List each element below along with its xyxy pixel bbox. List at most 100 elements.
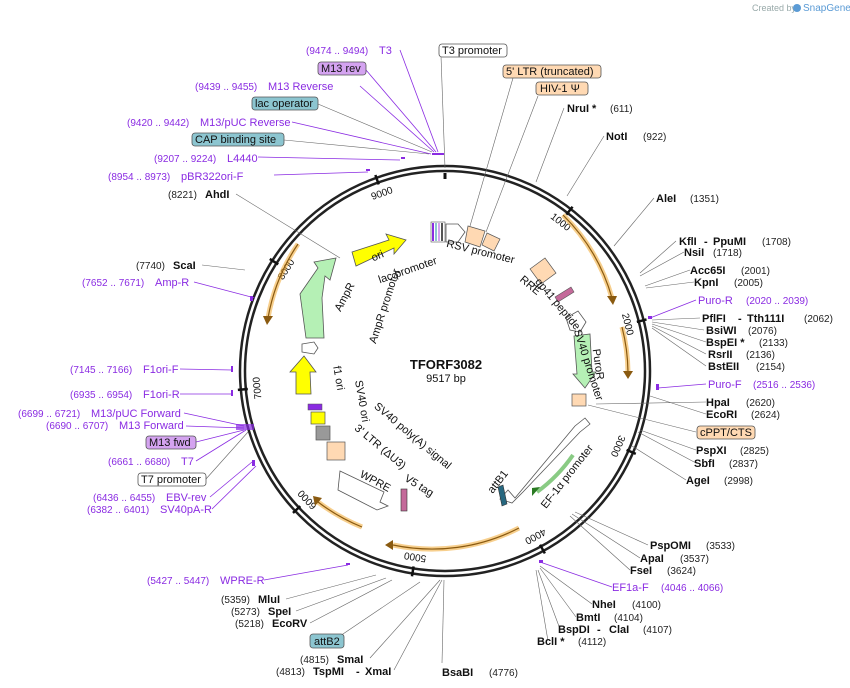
tick-mark [538, 544, 546, 555]
primer-puro-r[interactable]: Puro-R(2020 .. 2039) [698, 295, 808, 307]
svg-text:(2076): (2076) [748, 326, 777, 337]
site-bspdi[interactable]: BspDI-ClaI(4107) [558, 624, 672, 636]
site-agei[interactable]: AgeI(2998) [686, 475, 753, 487]
site-bcli[interactable]: BclI *(4112) [537, 636, 606, 648]
site-pflfi[interactable]: PflFI-Tth111I(2062) [702, 313, 833, 325]
site-kpni[interactable]: KpnI(2005) [694, 277, 763, 289]
svg-text:F1ori-R: F1ori-R [143, 389, 180, 401]
ltr3-box [326, 441, 346, 461]
puror-label: PuroR [590, 348, 606, 381]
primer-t7[interactable]: (6661 .. 6680)T7 [108, 456, 194, 468]
primer-m13-forward[interactable]: (6690 .. 6707)M13 Forward [46, 420, 184, 432]
site-smai[interactable]: (4815)SmaI [300, 654, 363, 666]
site-bsteii[interactable]: BstEII(2154) [708, 361, 785, 373]
box-m13-rev[interactable]: M13 rev [317, 61, 367, 76]
primer-m13puc-reverse[interactable]: (9420 .. 9442)M13/pUC Reverse [127, 117, 290, 129]
site-bsiwi[interactable]: BsiWI (2076) [706, 325, 777, 337]
svg-text:ClaI: ClaI [609, 624, 629, 636]
primer-ef1a-f[interactable]: EF1a-F(4046 .. 4066) [612, 582, 723, 594]
svg-text:NsiI: NsiI [684, 247, 704, 259]
svg-text:NotI: NotI [606, 131, 627, 143]
box-hiv[interactable]: HIV-1 Ψ [535, 81, 589, 96]
boxed-labels: T3 promoter 5' LTR (truncated) HIV-1 Ψ M… [137, 43, 756, 649]
site-mlui[interactable]: (5359)MluI [221, 594, 280, 606]
site-bsabi[interactable]: BsaBI(4776) [442, 667, 518, 679]
primer-ebv-rev[interactable]: (6436 .. 6455)EBV-rev [93, 492, 207, 504]
primer-wpre-r[interactable]: (5427 .. 5447)WPRE-R [147, 575, 265, 587]
svg-text:(4776): (4776) [489, 668, 518, 679]
svg-text:BsiWI: BsiWI [706, 325, 737, 337]
box-m13-fwd[interactable]: M13 fwd [145, 435, 197, 450]
orf-arc-3 [392, 525, 521, 552]
box-cppt[interactable]: cPPT/CTS [696, 425, 756, 440]
tick-mark [636, 318, 647, 324]
site-hpai[interactable]: HpaI(2620) [706, 397, 775, 409]
svg-text:KpnI: KpnI [694, 277, 718, 289]
sv40polya-box [315, 425, 331, 441]
sv40ori-box [310, 411, 326, 425]
primer-sv40pa-r[interactable]: (6382 .. 6401)SV40pA-R [87, 504, 212, 516]
site-bmti[interactable]: BmtI(4104) [576, 612, 643, 624]
site-scai[interactable]: (7740)ScaI [136, 260, 196, 272]
site-tspmi[interactable]: (4813)TspMI-XmaI [276, 666, 391, 678]
site-nrui[interactable]: NruI *(611) [567, 103, 633, 115]
site-ecori[interactable]: EcoRI(2624) [706, 409, 780, 421]
primer-puro-f[interactable]: Puro-F(2516 .. 2536) [708, 379, 815, 391]
svg-text:(922): (922) [643, 132, 666, 143]
svg-text:(5273): (5273) [231, 607, 260, 618]
site-kfli[interactable]: KflI-PpuMI(1708) [679, 236, 791, 248]
site-rsrii[interactable]: RsrII(2136) [708, 349, 775, 361]
primer-pbr322ori-f[interactable]: (8954 .. 8973)pBR322ori-F [108, 171, 244, 183]
site-ecorv[interactable]: (5218)EcoRV [235, 618, 308, 630]
sv40-promoter-arrow [565, 310, 587, 333]
svg-text:(7740): (7740) [136, 261, 165, 272]
cppt-box [571, 393, 587, 407]
svg-text:M13 rev: M13 rev [321, 63, 361, 75]
primer-l4440[interactable]: (9207 .. 9224)L4440 [154, 153, 258, 165]
site-acc65i[interactable]: Acc65I(2001) [690, 265, 770, 277]
svg-text:Puro-F: Puro-F [708, 379, 742, 391]
site-pspxi[interactable]: PspXI(2825) [696, 445, 769, 457]
primer-m13-reverse[interactable]: (9439 .. 9455)M13 Reverse [195, 81, 333, 93]
sv40ori-label: SV40 ori [352, 379, 371, 423]
ampr-arrow [299, 257, 337, 339]
primer-amp-r[interactable]: (7652 .. 7671)Amp-R [82, 277, 189, 289]
svg-text:Acc65I: Acc65I [690, 265, 725, 277]
svg-text:ApaI: ApaI [640, 553, 664, 565]
primer-f1ori-f[interactable]: (7145 .. 7166)F1ori-F [70, 364, 179, 376]
site-nsii[interactable]: NsiI (1718) [684, 247, 742, 259]
site-noti[interactable]: NotI (922) [606, 131, 666, 143]
credit-brand[interactable]: SnapGene [803, 3, 850, 14]
svg-text:(1718): (1718) [713, 248, 742, 259]
site-ahdi[interactable]: (8221)AhdI [168, 189, 229, 201]
svg-text:(4112): (4112) [578, 637, 606, 648]
svg-text:(611): (611) [610, 104, 633, 115]
primer-m13puc-forward[interactable]: (6699 .. 6721)M13/pUC Forward [18, 408, 181, 420]
svg-text:HpaI: HpaI [706, 397, 730, 409]
site-sbfi[interactable]: SbfI(2837) [694, 458, 758, 470]
svg-text:(3624): (3624) [667, 566, 696, 577]
primer-f1ori-r[interactable]: (6935 .. 6954)F1ori-R [70, 389, 180, 401]
svg-text:NheI: NheI [592, 599, 616, 611]
box-t3-promoter[interactable]: T3 promoter [438, 43, 508, 58]
svg-text:-: - [704, 236, 708, 248]
box-attb2[interactable]: attB2 [309, 633, 345, 649]
site-pspomi[interactable]: PspOMI(3533) [650, 540, 735, 552]
svg-text:-: - [356, 666, 360, 678]
snapgene-logo-icon [793, 4, 801, 12]
tick-mark [269, 257, 279, 266]
site-alei[interactable]: AleI(1351) [656, 193, 719, 205]
site-spei[interactable]: (5273)SpeI [231, 606, 291, 618]
box-cap-binding-site[interactable]: CAP binding site [191, 132, 285, 147]
box-t7-promoter[interactable]: T7 promoter [137, 472, 207, 487]
site-nhei[interactable]: NheI(4100) [592, 599, 661, 611]
box-lac-operator[interactable]: lac operator [251, 96, 319, 111]
site-fsei[interactable]: FseI(3624) [630, 565, 696, 577]
svg-text:(4107): (4107) [643, 625, 672, 636]
box-ltr5[interactable]: 5' LTR (truncated) [502, 64, 602, 79]
site-apai[interactable]: ApaI(3537) [640, 553, 709, 565]
orf-arc-4 [316, 500, 363, 530]
primer-t3[interactable]: (9474 .. 9494)T3 [306, 45, 392, 57]
primer-marks [231, 153, 659, 565]
site-bspei[interactable]: BspEI *(2133) [706, 337, 788, 349]
